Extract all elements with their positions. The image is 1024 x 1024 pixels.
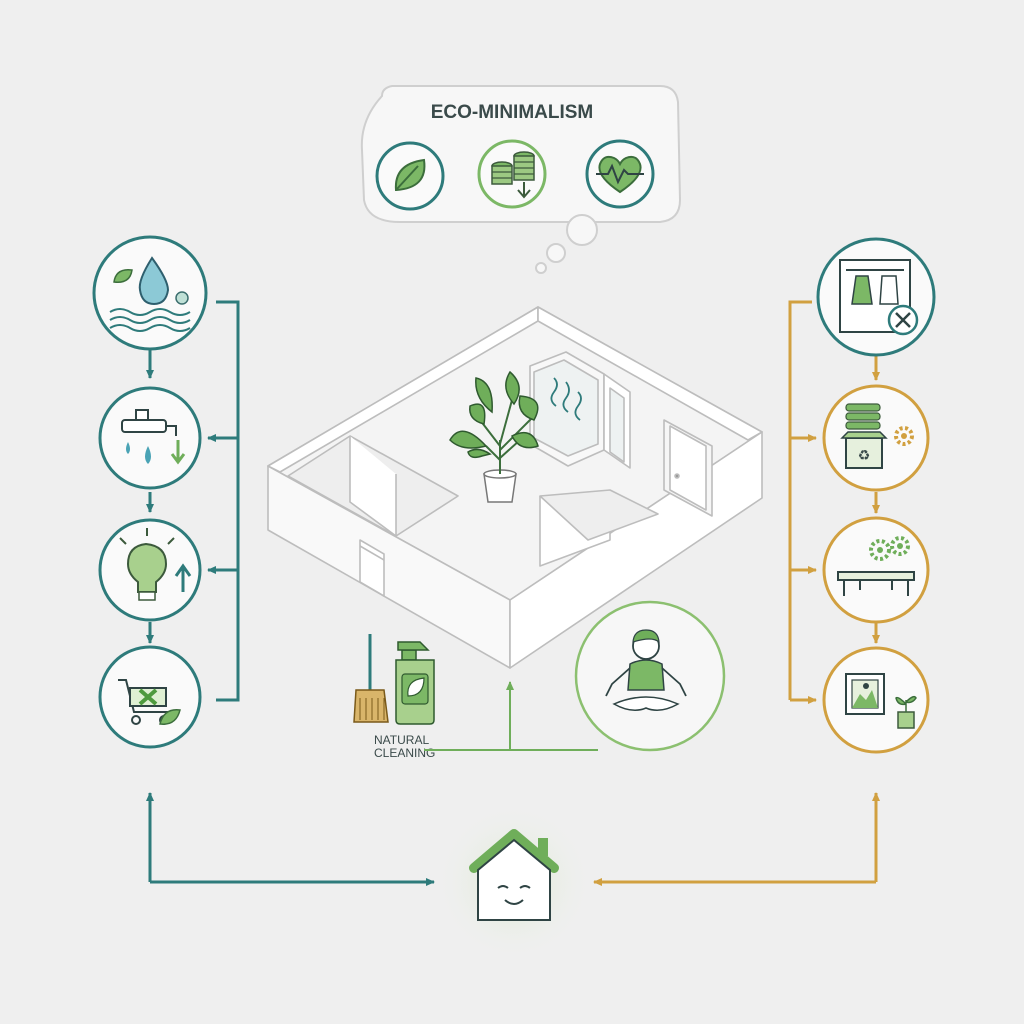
natural-cleaning-label-line1: NATURAL	[374, 733, 429, 747]
isometric-room	[267, 306, 763, 669]
recycle-storage-icon: ♻	[822, 384, 930, 492]
left-chain-connectors	[146, 300, 435, 886]
happy-home-icon	[436, 804, 592, 960]
potted-plant-icon	[449, 370, 539, 503]
meditation-wellbeing-icon	[574, 600, 726, 752]
broom-icon	[353, 634, 389, 723]
coins-savings-icon	[477, 139, 547, 209]
water-conservation-icon	[92, 235, 208, 351]
shopping-cart-reduce-icon	[98, 645, 202, 749]
natural-cleaning-label-line2: CLEANING	[374, 746, 435, 760]
diagram-title: ECO-MINIMALISM	[431, 102, 594, 123]
energy-bulb-icon	[98, 518, 202, 622]
right-chain-connectors	[593, 300, 880, 886]
bubble-dot-medium	[546, 243, 566, 263]
natural-cleaning-group: NATURAL CLEANING	[353, 634, 510, 760]
leaf-icon	[375, 141, 445, 211]
recycle-symbol: ♻	[858, 447, 871, 463]
spray-bottle-icon	[395, 641, 435, 725]
bubble-dot-large	[566, 214, 598, 246]
faucet-water-saving-icon	[98, 386, 202, 490]
wall-art-plant-icon	[822, 646, 930, 754]
heart-pulse-icon	[585, 139, 655, 209]
minimal-furniture-icon	[822, 516, 930, 624]
thought-bubble: ECO-MINIMALISM	[360, 85, 682, 274]
wardrobe-declutter-icon	[816, 237, 936, 357]
bubble-dot-small	[535, 262, 547, 274]
wellbeing-connectors	[506, 681, 598, 751]
